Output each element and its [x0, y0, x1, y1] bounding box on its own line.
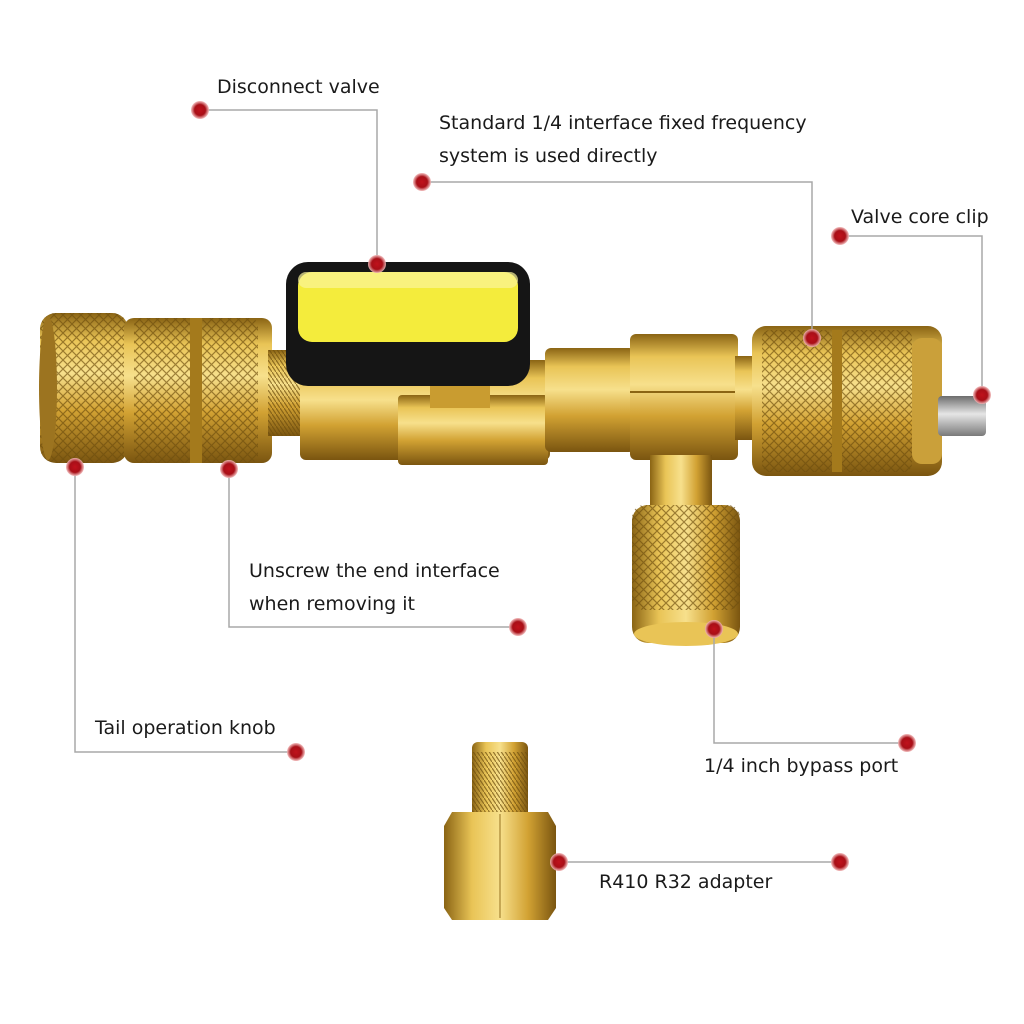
- label-text: Valve core clip: [851, 206, 989, 228]
- valve-core-pin-illustration: [938, 396, 986, 436]
- label-disconnect-valve: Disconnect valve: [217, 71, 380, 104]
- tee-block-illustration: [630, 334, 757, 460]
- callout-dot: [368, 255, 386, 273]
- callout-dot: [705, 620, 723, 638]
- label-tail-operation-knob: Tail operation knob: [95, 712, 276, 745]
- callout-dot: [898, 734, 916, 752]
- label-text-line-1: Unscrew the end interface: [249, 560, 500, 582]
- callout-dot: [973, 386, 991, 404]
- label-text: Tail operation knob: [95, 717, 276, 739]
- knurled-ring-illustration: [124, 318, 272, 463]
- leader-lines: [74, 109, 983, 863]
- label-text-line-2: system is used directly: [439, 145, 658, 167]
- callout-dots: [66, 101, 991, 871]
- label-text: Disconnect valve: [217, 76, 380, 98]
- callout-dot: [803, 329, 821, 347]
- label-r410-r32-adapter: R410 R32 adapter: [599, 866, 772, 899]
- callout-dot: [509, 618, 527, 636]
- callout-dot: [550, 853, 568, 871]
- label-bypass-port: 1/4 inch bypass port: [704, 750, 898, 783]
- label-text-line-1: Standard 1/4 interface fixed frequency: [439, 112, 807, 134]
- callout-dot: [413, 173, 431, 191]
- callout-dot: [220, 460, 238, 478]
- callout-dot: [831, 853, 849, 871]
- label-unscrew-end-interface: Unscrew the end interface when removing …: [249, 555, 500, 621]
- tail-knob-illustration: [39, 313, 128, 463]
- label-text-line-2: when removing it: [249, 593, 415, 615]
- r410-adapter-illustration: [444, 742, 556, 920]
- disconnect-valve-handle-illustration: [286, 262, 530, 386]
- bypass-port-illustration: [632, 455, 740, 646]
- valve-core-coupler-illustration: [752, 326, 942, 476]
- label-standard-interface: Standard 1/4 interface fixed frequency s…: [439, 107, 807, 173]
- callout-dot: [66, 458, 84, 476]
- label-valve-core-clip: Valve core clip: [851, 201, 989, 234]
- callout-dot: [287, 743, 305, 761]
- callout-dot: [831, 227, 849, 245]
- callout-dot: [191, 101, 209, 119]
- label-text: 1/4 inch bypass port: [704, 755, 899, 777]
- label-text: R410 R32 adapter: [599, 871, 773, 893]
